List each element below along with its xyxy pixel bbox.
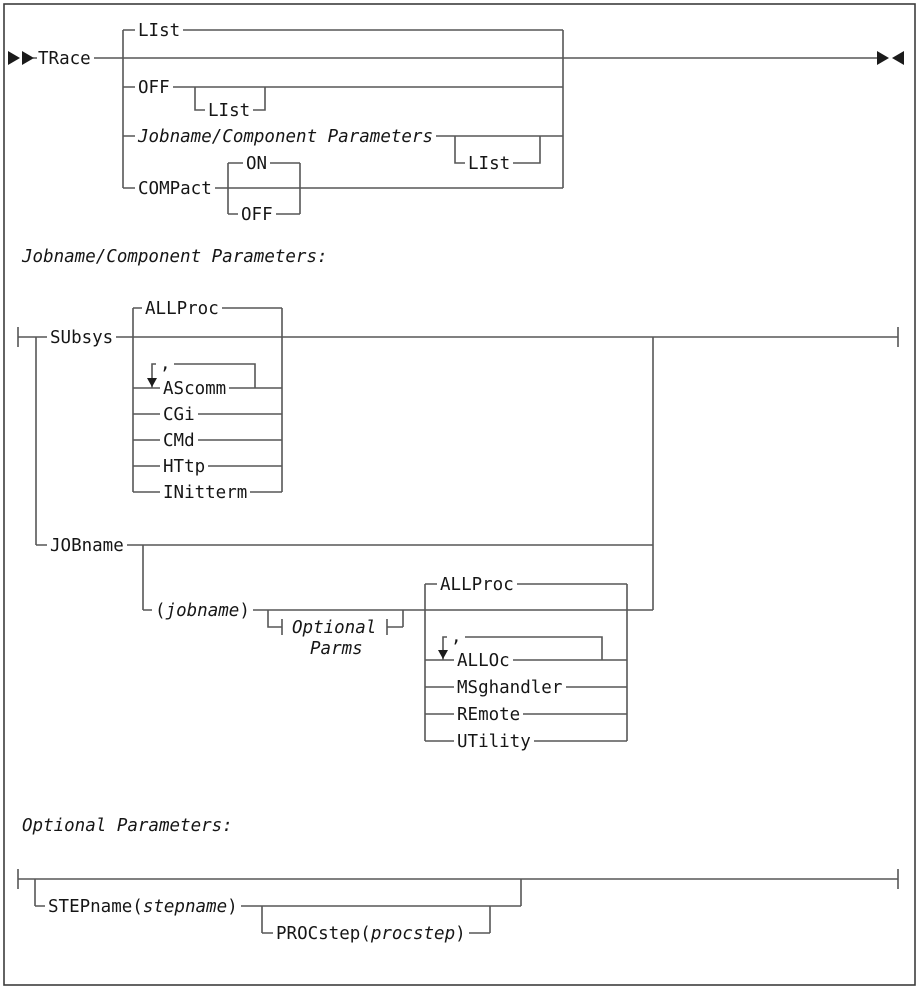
fragment-reference-optional-parms-line1: Optional — [292, 618, 376, 638]
diagram-border — [3, 3, 916, 986]
keyword-remote: REmote — [457, 705, 520, 725]
repeat-separator-comma: , — [160, 354, 171, 374]
keyword-ascomm: AScomm — [163, 379, 226, 399]
fragment-heading-jobname-component: Jobname/Component Parameters: — [21, 247, 328, 267]
jobname-component-fragment: Jobname/Component Parameters: SUbsys ALL… — [17, 247, 899, 752]
diagram-start-icon — [8, 51, 20, 65]
fragment1-rail — [17, 327, 899, 347]
keyword-alloc: ALLOc — [457, 651, 510, 671]
keyword-cmd: CMd — [163, 431, 195, 451]
fragment1-branch-rails — [35, 307, 654, 742]
keyword-off-list: LIst — [208, 101, 250, 121]
repeat-arrow-icon — [147, 378, 157, 387]
keyword-off: OFF — [138, 78, 170, 98]
repeat-arrow-icon — [438, 650, 448, 659]
diagram-end-icon — [877, 51, 889, 65]
keyword-subsys: SUbsys — [50, 328, 113, 348]
keyword-cgi: CGi — [163, 405, 195, 425]
diagram-end-icon — [892, 51, 904, 65]
fragment-heading-optional-parameters: Optional Parameters: — [22, 816, 233, 836]
keyword-initterm: INitterm — [163, 483, 247, 503]
keyword-utility: UTility — [457, 732, 531, 752]
fragment2-branch-rails — [34, 879, 522, 934]
keyword-trace: TRace — [38, 49, 91, 69]
keyword-compact-off: OFF — [241, 205, 273, 225]
keyword-allproc-default: ALLProc — [145, 299, 219, 319]
keyword-allproc-default-2: ALLProc — [440, 575, 514, 595]
variable-jobname: (jobname) — [155, 601, 250, 621]
main-diagram: TRace LIst OFF LIst Jobname/Component Pa… — [8, 21, 904, 225]
repeat-separator-comma-2: , — [451, 627, 462, 647]
keyword-list-default: LIst — [138, 21, 180, 41]
keyword-msghandler: MSghandler — [457, 678, 562, 698]
keyword-http: HTtp — [163, 457, 205, 477]
fragment-reference-optional-parms-line2: Parms — [310, 639, 363, 659]
keyword-compact-on: ON — [246, 154, 267, 174]
keyword-procstep: PROCstep(procstep) — [276, 924, 466, 944]
fragment2-rail — [17, 869, 899, 889]
keyword-compact: COMPact — [138, 179, 212, 199]
keyword-jobname: JOBname — [50, 536, 124, 556]
keyword-fragment-list: LIst — [468, 154, 510, 174]
diagram-start-icon — [22, 51, 34, 65]
keyword-stepname: STEPname(stepname) — [48, 897, 238, 917]
fragment-reference-jobname-component: Jobname/Component Parameters — [137, 127, 433, 147]
optional-parameters-fragment: Optional Parameters: STEPname(stepname) … — [17, 816, 899, 944]
